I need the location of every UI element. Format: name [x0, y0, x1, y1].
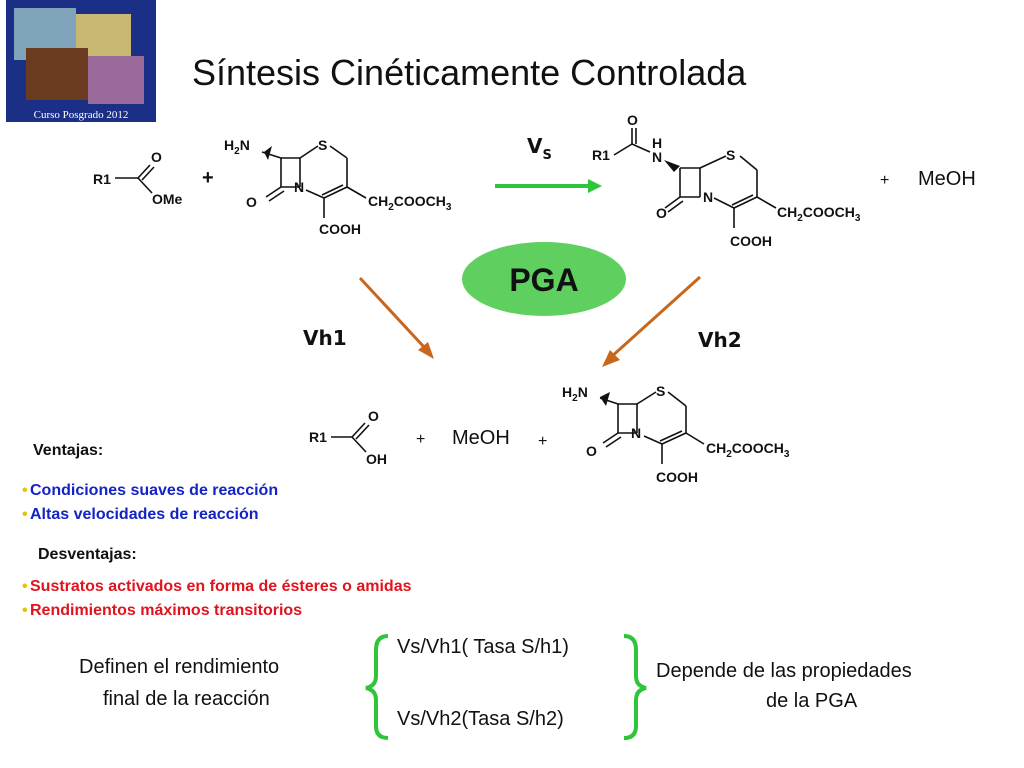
- product-o-label: O: [627, 112, 638, 128]
- desventajas-item: •Rendimientos máximos transitorios: [22, 602, 303, 619]
- desventajas-item-text: Sustratos activados en forma de ésteres …: [30, 578, 412, 595]
- ester-ome-label: OMe: [152, 191, 183, 207]
- product-side-chain-label: CH2COOCH3: [777, 204, 861, 224]
- ventajas-item-text: Condiciones suaves de reacción: [30, 482, 279, 499]
- rate-vh2-label: Vh2: [698, 328, 742, 352]
- molecule-image: [26, 48, 88, 100]
- synthesis-arrow-head: [588, 179, 602, 193]
- left-brace: [365, 634, 389, 740]
- right-brace: [623, 634, 647, 740]
- acid-oh-label: OH: [366, 451, 387, 467]
- ester-r1-label: R1: [93, 171, 111, 187]
- nucleus-s-label: S: [318, 137, 327, 153]
- acid-o-label: O: [368, 408, 379, 424]
- released-h2n-label: H2N: [562, 384, 588, 404]
- byproduct-meoh: MeOH: [918, 168, 976, 190]
- released-n-label: N: [631, 425, 641, 441]
- product-n2-label: N: [703, 189, 713, 205]
- yield-text-line1: Definen el rendimiento: [79, 656, 280, 678]
- pga-dependency-line2: de la PGA: [766, 690, 858, 712]
- nucleus-side-chain-label: CH2COOCH3: [368, 193, 452, 213]
- ester-o-label: O: [151, 149, 162, 165]
- acid-meoh: MeOH: [452, 427, 510, 449]
- byproduct-plus: +: [880, 172, 889, 189]
- pga-dependency-line1: Depende de las propiedades: [656, 660, 912, 682]
- released-nucleus: H2N O N S CH2COOCH3 COOH: [562, 383, 790, 485]
- logo-caption: Curso Posgrado 2012: [33, 109, 129, 121]
- course-logo: Curso Posgrado 2012: [6, 0, 156, 122]
- yield-text-line2: final de la reacción: [103, 688, 270, 710]
- released-o-label: O: [586, 443, 597, 459]
- hydrolysis-arrow-1-head: [418, 342, 434, 359]
- ratio-vs-vh1: Vs/Vh1( Tasa S/h1): [397, 636, 569, 658]
- pga-label: PGA: [509, 262, 578, 298]
- desventajas-heading: Desventajas:: [38, 546, 137, 563]
- released-cooh-label: COOH: [656, 469, 698, 485]
- product-h-label: H: [652, 135, 662, 151]
- ratio-vs-vh2: Vs/Vh2(Tasa S/h2): [397, 708, 564, 730]
- ventajas-item: •Condiciones suaves de reacción: [22, 482, 279, 499]
- nucleus-cooh-label: COOH: [319, 221, 361, 237]
- product-cooh-label: COOH: [730, 233, 772, 249]
- hydrolysis-arrow-2-head: [602, 350, 620, 367]
- ventajas-item-text: Altas velocidades de reacción: [30, 506, 259, 523]
- nucleus-reactant: H2N O N S CH2COOCH3 COOH: [224, 137, 452, 237]
- product-n-label: N: [652, 149, 662, 165]
- rate-vh1-label: Vh1: [303, 326, 347, 350]
- nucleus-o-label: O: [246, 194, 257, 210]
- rate-vs-label: VS: [527, 134, 552, 163]
- released-side-chain-label: CH2COOCH3: [706, 440, 790, 460]
- ventajas-heading: Ventajas:: [33, 442, 104, 459]
- product-s-label: S: [726, 147, 735, 163]
- ventajas-item: •Altas velocidades de reacción: [22, 506, 259, 523]
- plus-sign: +: [202, 167, 214, 189]
- desventajas-item-text: Rendimientos máximos transitorios: [30, 602, 303, 619]
- hydrolysis-arrow-2: [608, 275, 702, 360]
- hydrolysis-arrow-1: [358, 276, 426, 349]
- nucleus-n-label: N: [294, 179, 304, 195]
- slide-title: Síntesis Cinéticamente Controlada: [192, 52, 747, 93]
- nucleus-plus: +: [538, 433, 547, 450]
- pga-ellipse: [462, 242, 626, 316]
- desventajas-item: •Sustratos activados en forma de ésteres…: [22, 578, 412, 595]
- acid-r1-label: R1: [309, 429, 327, 445]
- product-molecule: R1 O H N O N S CH2COOCH3: [592, 112, 861, 249]
- acid-plus: +: [416, 431, 425, 448]
- product-o2-label: O: [656, 205, 667, 221]
- released-s-label: S: [656, 383, 665, 399]
- glassware-image: [88, 56, 144, 104]
- ester-reactant: R1 O OMe: [93, 149, 183, 207]
- nucleus-h2n-label: H2N: [224, 137, 250, 157]
- acid-product: R1 O OH: [309, 408, 387, 467]
- product-r1-label: R1: [592, 147, 610, 163]
